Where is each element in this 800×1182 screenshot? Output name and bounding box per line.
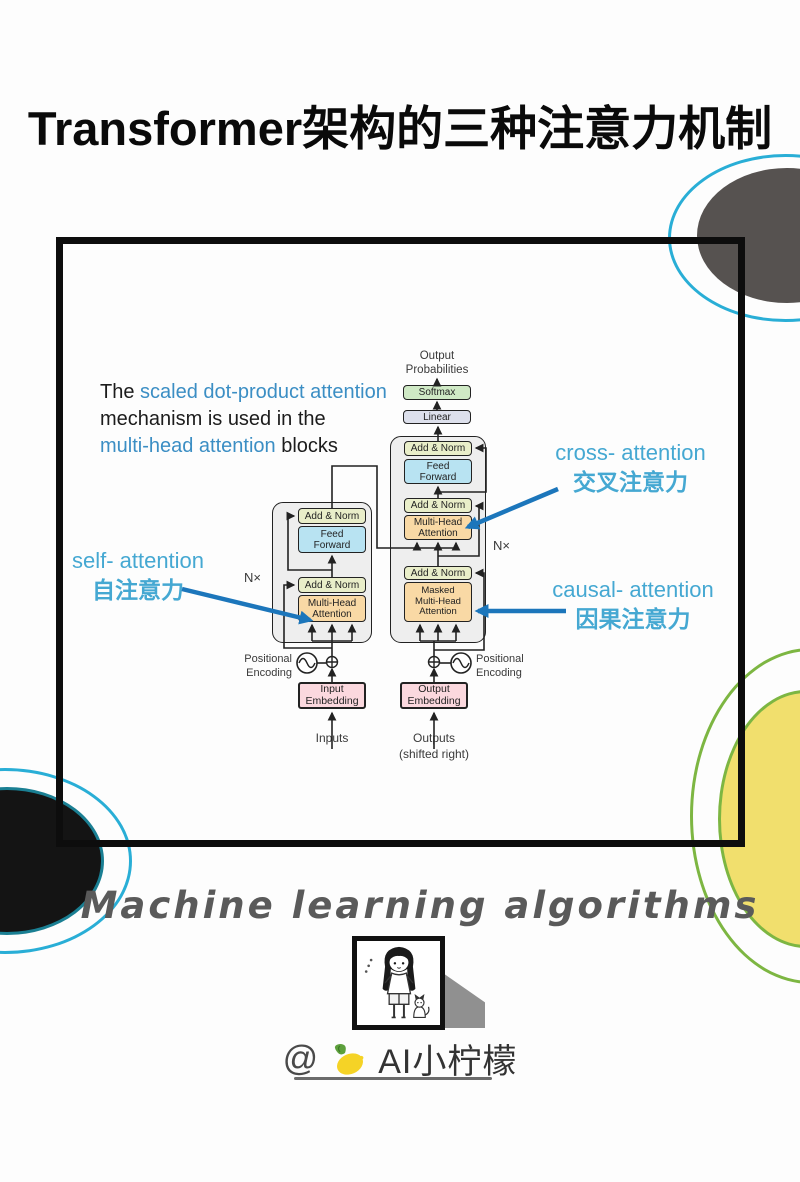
- note-plain: mechanism is used in the: [100, 408, 326, 430]
- n-times-label-encoder: N×: [244, 570, 261, 585]
- note-highlight-scaled-dot-product: scaled dot-product attention: [140, 381, 387, 403]
- positional-encoding-label-left: Positional Encoding: [244, 653, 292, 680]
- cross-attention-label-zh: 交叉注意力: [573, 469, 688, 495]
- self-attention-label-zh: 自注意力: [92, 577, 184, 603]
- n-times-label-decoder: N×: [493, 538, 510, 553]
- note-plain: blocks: [275, 435, 338, 457]
- cross-attention-annotation: cross- attention 交叉注意力: [548, 442, 713, 494]
- note-plain: The: [100, 381, 141, 403]
- at-symbol: @: [282, 1038, 319, 1078]
- add-norm-box: Add & Norm: [298, 508, 366, 524]
- positional-encoding-label-right: Positional Encoding: [476, 653, 524, 680]
- author-handle: @ AI小柠檬: [0, 1034, 800, 1083]
- softmax-box: Softmax: [403, 385, 471, 400]
- add-norm-box: Add & Norm: [298, 577, 366, 593]
- self-attention-annotation: self- attention 自注意力: [62, 550, 214, 602]
- tagline: Machine learning algorithms: [80, 884, 760, 927]
- note-text: The scaled dot-product attention mechani…: [100, 379, 410, 460]
- feed-forward-box: Feed Forward: [404, 459, 472, 484]
- input-embedding-box: Input Embedding: [298, 682, 366, 709]
- feed-forward-box: Feed Forward: [298, 526, 366, 553]
- output-embedding-box: Output Embedding: [400, 682, 468, 709]
- multi-head-attention-box: Multi-Head Attention: [298, 595, 366, 622]
- content-frame: [56, 237, 745, 847]
- add-norm-box: Add & Norm: [404, 441, 472, 456]
- causal-attention-label-zh: 因果注意力: [575, 606, 691, 632]
- add-norm-box: Add & Norm: [404, 566, 472, 580]
- page-title: Transformer架构的三种注意力机制: [27, 102, 773, 155]
- note-line-3: multi-head attention blocks: [100, 433, 410, 460]
- lemon-icon: [335, 1043, 364, 1075]
- outputs-label: Outputs (shifted right): [398, 731, 470, 761]
- cross-attention-label-en: cross- attention: [555, 440, 706, 465]
- handle-underline: [294, 1077, 492, 1080]
- note-highlight-multi-head: multi-head attention: [100, 435, 276, 457]
- avatar: [352, 936, 445, 1030]
- linear-box: Linear: [403, 410, 471, 424]
- multi-head-attention-box: Multi-Head Attention: [404, 515, 472, 540]
- handle-name: AI小柠檬: [378, 1043, 518, 1081]
- inputs-label: Inputs: [315, 731, 349, 745]
- masked-multi-head-attention-box: Masked Multi-Head Attention: [404, 582, 472, 622]
- cartoon-girl-icon: [364, 946, 430, 1019]
- output-probabilities-label: Output Probabilities: [405, 350, 469, 377]
- avatar-shadow: [440, 971, 485, 1028]
- causal-attention-label-en: causal- attention: [552, 577, 714, 602]
- causal-attention-annotation: causal- attention 因果注意力: [548, 579, 718, 631]
- self-attention-label-en: self- attention: [71, 548, 205, 573]
- add-norm-box: Add & Norm: [404, 498, 472, 513]
- note-line-2: mechanism is used in the: [100, 406, 410, 433]
- note-line-1: The scaled dot-product attention: [100, 379, 410, 406]
